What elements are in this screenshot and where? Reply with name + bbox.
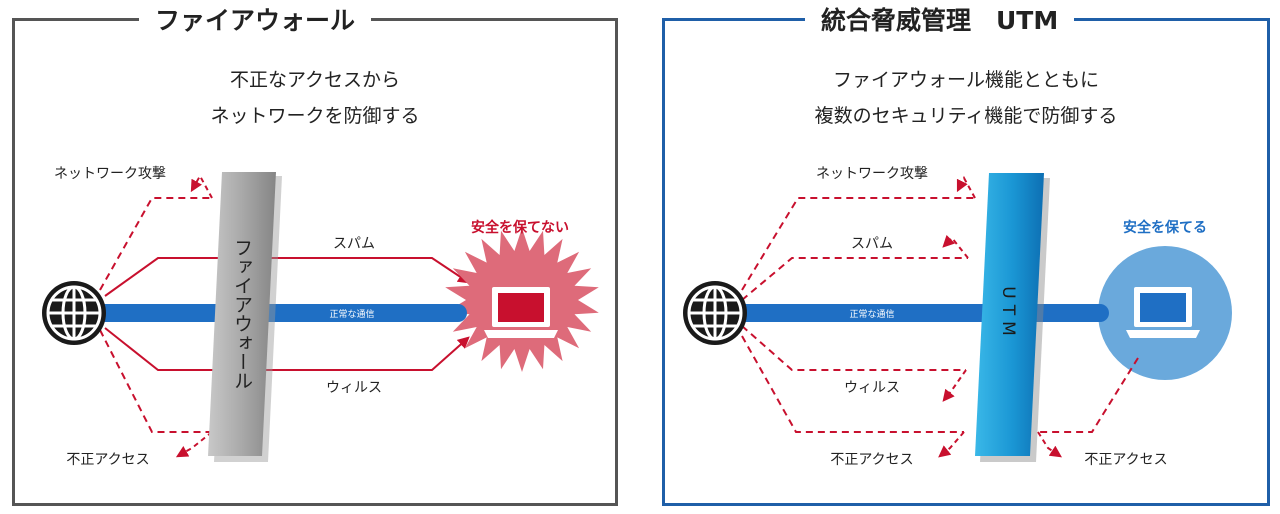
spam-label: スパム — [333, 236, 375, 252]
utm-unauthorized-access-label-left: 不正アクセス — [830, 452, 913, 468]
utm-virus-label: ウィルス — [844, 380, 900, 396]
utm-globe-icon — [683, 281, 747, 345]
utm-network-attack-bounce-arrow — [956, 175, 976, 199]
laptop-icon — [484, 287, 558, 338]
utm-unauthorized-route-left — [741, 335, 964, 433]
firewall-wall — [208, 172, 276, 456]
safe-status-label: 安全を保てる — [1123, 219, 1207, 236]
unauthorized-bounce-arrow — [175, 431, 213, 458]
network-attack-bounce-arrow — [190, 173, 213, 199]
firewall-subtitle-line-1: 不正なアクセスから — [229, 69, 401, 91]
utm-unauthorized-bounce-arrow-left — [938, 431, 965, 458]
utm-spam-bounce-arrow — [942, 234, 969, 259]
utm-unauthorized-access-label-right: 不正アクセス — [1084, 452, 1167, 468]
utm-subtitle-line-2: 複数のセキュリティ機能で防御する — [814, 105, 1118, 127]
utm-network-attack-label: ネットワーク攻撃 — [816, 166, 928, 182]
firewall-subtitle-line-2: ネットワークを防御する — [210, 105, 420, 127]
network-attack-route — [99, 197, 212, 291]
utm-virus-bounce-arrow — [942, 369, 967, 402]
utm-subtitle-line-1: ファイアウォール機能とともに — [832, 69, 1099, 91]
network-attack-label: ネットワーク攻撃 — [54, 166, 166, 182]
virus-label: ウィルス — [326, 380, 382, 396]
unsafe-status-label: 安全を保てない — [471, 219, 569, 236]
spam-route — [104, 257, 470, 297]
utm-wall-label: UTM — [998, 286, 1018, 342]
globe-icon — [42, 281, 106, 345]
firewall-wall-label: ファイアウォール — [231, 238, 253, 390]
firewall-panel: ファイアウォール 不正なアクセスから ネットワークを防御する — [12, 1, 618, 506]
firewall-panel-title: ファイアウォール — [139, 1, 372, 37]
utm-panel: 統合脅威管理 UTM ファイアウォール機能とともに 複数のセキュリティ機能で防御… — [662, 1, 1270, 506]
utm-panel-title: 統合脅威管理 UTM — [805, 1, 1075, 37]
utm-spam-route — [741, 257, 968, 301]
utm-virus-route — [741, 325, 966, 371]
firewall-diagram: ネットワーク攻撃 スパム 正常な通信 ウィルス 不正アクセス 安全を保てない フ… — [42, 166, 599, 468]
unauthorized-route — [99, 329, 212, 433]
utm-diagram: ネットワーク攻撃 スパム 正常な通信 ウィルス 不正アクセス 不正アクセス 安全… — [683, 166, 1232, 468]
utm-unauthorized-route-right — [1038, 357, 1139, 433]
normal-traffic-label: 正常な通信 — [329, 308, 374, 320]
utm-wall — [975, 173, 1044, 456]
utm-laptop-icon — [1126, 287, 1200, 338]
utm-unauthorized-bounce-arrow-right — [1037, 431, 1062, 458]
virus-route — [104, 327, 470, 371]
utm-normal-traffic-label: 正常な通信 — [849, 308, 894, 320]
unauthorized-access-label: 不正アクセス — [66, 452, 149, 468]
utm-spam-label: スパム — [851, 236, 893, 252]
